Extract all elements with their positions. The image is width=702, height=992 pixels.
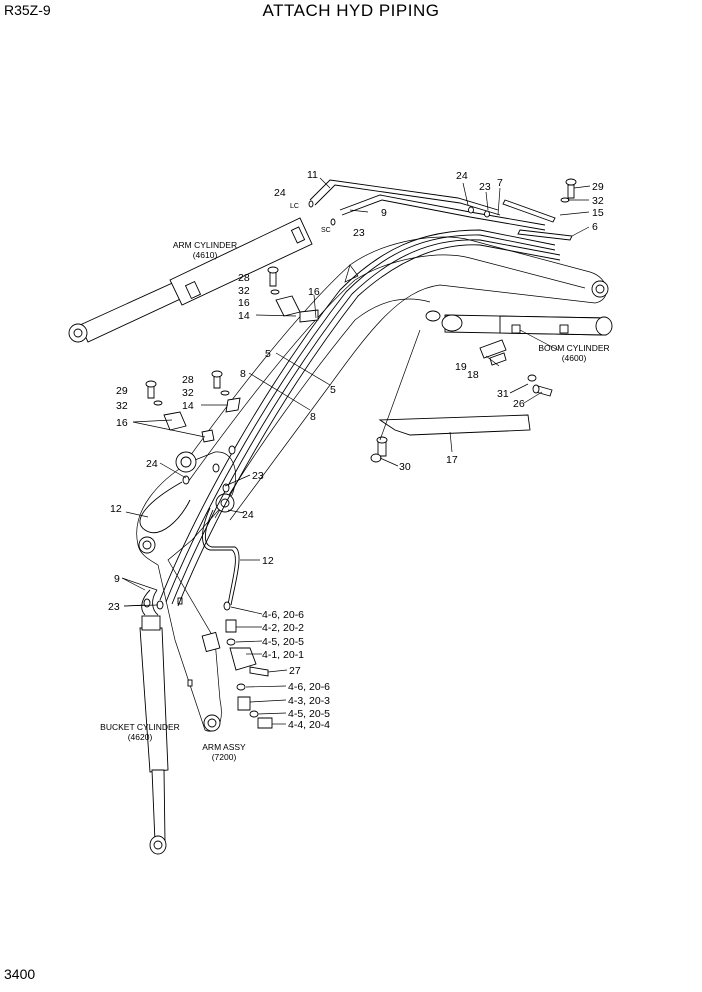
callout-16: 16 <box>308 286 320 298</box>
callout-14: 14 <box>182 400 194 412</box>
callout-23: 23 <box>252 470 264 482</box>
callout-9: 9 <box>381 207 387 219</box>
leader-lines <box>121 177 591 725</box>
boom-body <box>179 236 609 521</box>
callout-4-1-20-1: 4-1, 20-1 <box>262 649 304 661</box>
callout-32: 32 <box>116 400 128 412</box>
callout-12: 12 <box>262 555 274 567</box>
callout-9: 9 <box>114 573 120 585</box>
callout-23: 23 <box>108 601 120 613</box>
callout-4-6-20-6: 4-6, 20-6 <box>288 681 330 693</box>
page-number: 3400 <box>4 966 36 982</box>
fittings <box>143 178 577 729</box>
callout-4-5-20-5: 4-5, 20-5 <box>262 636 304 648</box>
arm-body <box>136 451 236 732</box>
arm-cylinder <box>68 217 313 343</box>
callout-24: 24 <box>456 170 468 182</box>
callout-23: 23 <box>353 227 365 239</box>
callout-32: 32 <box>182 387 194 399</box>
callout-24: 24 <box>242 509 254 521</box>
callout-24: 24 <box>146 458 158 470</box>
callout-15: 15 <box>592 207 604 219</box>
callout-27: 27 <box>289 665 301 677</box>
callout-labels: 11 24 LC SC 9 23 24 23 7 29 32 15 6 28 3… <box>108 169 604 731</box>
assembly-labels: ARM CYLINDER (4610) BOOM CYLINDER (4600)… <box>100 240 610 762</box>
callout-7: 7 <box>497 177 503 189</box>
callout-4-6-20-6: 4-6, 20-6 <box>262 609 304 621</box>
arm-cylinder-code: (4610) <box>193 250 218 260</box>
callout-28: 28 <box>182 374 194 386</box>
callout-5: 5 <box>265 348 271 360</box>
callout-8: 8 <box>240 368 246 380</box>
callout-31: 31 <box>497 388 509 400</box>
callout-29: 29 <box>592 181 604 193</box>
arm-cylinder-label: ARM CYLINDER <box>173 240 237 250</box>
hoses-12 <box>139 481 240 616</box>
callout-17: 17 <box>446 454 458 466</box>
boom-cylinder <box>441 314 613 336</box>
callout-18: 18 <box>467 369 479 381</box>
callout-29: 29 <box>116 385 128 397</box>
callout-4-3-20-3: 4-3, 20-3 <box>288 695 330 707</box>
callout-26: 26 <box>513 398 525 410</box>
arm-assy-label: ARM ASSY <box>202 742 246 752</box>
callout-12: 12 <box>110 503 122 515</box>
callout-19: 19 <box>455 361 467 373</box>
callout-4-4-20-4: 4-4, 20-4 <box>288 719 330 731</box>
bucket-cylinder <box>139 615 169 855</box>
callout-16: 16 <box>116 417 128 429</box>
boom-pipes <box>159 179 561 607</box>
callout-32: 32 <box>592 195 604 207</box>
bucket-cylinder-label: BUCKET CYLINDER <box>100 722 180 732</box>
callout-23: 23 <box>479 181 491 193</box>
arm-assy-code: (7200) <box>212 752 237 762</box>
callout-28: 28 <box>238 272 250 284</box>
callout-sc: SC <box>321 227 331 234</box>
callout-14: 14 <box>238 310 250 322</box>
page-title: ATTACH HYD PIPING <box>262 1 440 20</box>
callout-lc: LC <box>290 203 299 210</box>
callout-30: 30 <box>399 461 411 473</box>
callout-4-5-20-5: 4-5, 20-5 <box>288 708 330 720</box>
callout-32: 32 <box>238 285 250 297</box>
boom-cylinder-label: BOOM CYLINDER <box>538 343 609 353</box>
callout-11: 11 <box>307 169 318 181</box>
callout-5: 5 <box>330 384 336 396</box>
callout-8: 8 <box>310 411 316 423</box>
model-number: R35Z-9 <box>4 2 51 18</box>
callout-4-2-20-2: 4-2, 20-2 <box>262 622 304 634</box>
bucket-cylinder-code: (4620) <box>128 732 153 742</box>
callout-6: 6 <box>592 221 598 233</box>
callout-24: 24 <box>274 187 286 199</box>
callout-16: 16 <box>238 297 250 309</box>
boom-cylinder-code: (4600) <box>562 353 587 363</box>
